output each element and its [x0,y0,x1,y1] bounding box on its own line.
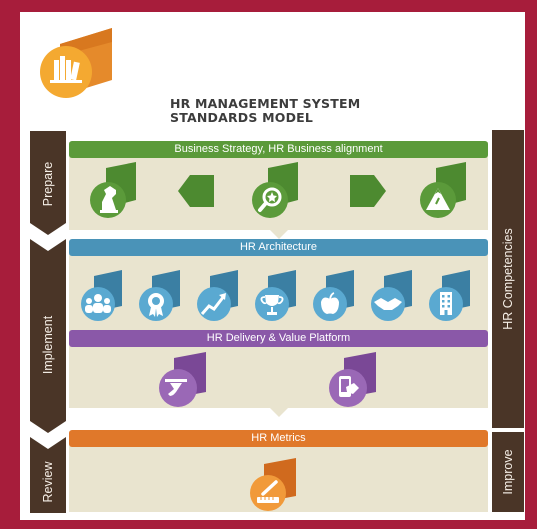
competencies-column [492,130,524,428]
people-group-icon [81,270,122,321]
arrow-left-icon [178,175,214,207]
implement-band [69,243,488,408]
building-icon [429,270,470,321]
metrics-banner: HR Metrics [69,430,488,447]
growth-chart-icon [197,270,238,321]
mobile-touch-icon [329,352,376,407]
mountain-icon [420,162,466,218]
serving-tray-icon [159,352,206,407]
apple-icon [313,270,354,321]
phase-review: Review [41,461,55,503]
title-line-2: STANDARDS MODEL [170,110,314,125]
strategy-banner: Business Strategy, HR Business alignment [69,141,488,158]
arrow-right-icon [350,175,386,207]
page-title: HR MANAGEMENT SYSTEM STANDARDS MODEL [170,97,360,125]
phase-improve: Improve [501,449,515,495]
award-badge-icon [139,270,180,321]
improve-column [492,432,524,512]
handshake-icon [371,270,412,321]
phase-column [30,131,66,513]
implement-notch [270,408,288,417]
diagram-card: HR MANAGEMENT SYSTEM STANDARDS MODEL Pre… [20,12,525,520]
phase-competencies: HR Competencies [501,228,515,330]
prepare-notch [270,230,288,239]
phase-implement: Implement [41,315,55,375]
delivery-banner: HR Delivery & Value Platform [69,330,488,347]
architecture-banner: HR Architecture [69,239,488,256]
chess-knight-icon [90,162,136,218]
title-line-1: HR MANAGEMENT SYSTEM [170,96,361,111]
bookshelf-icon [40,28,112,98]
trophy-icon [255,270,296,321]
scale-pen-icon [250,458,296,511]
magnifier-star-icon [252,162,298,218]
phase-prepare: Prepare [41,161,55,207]
